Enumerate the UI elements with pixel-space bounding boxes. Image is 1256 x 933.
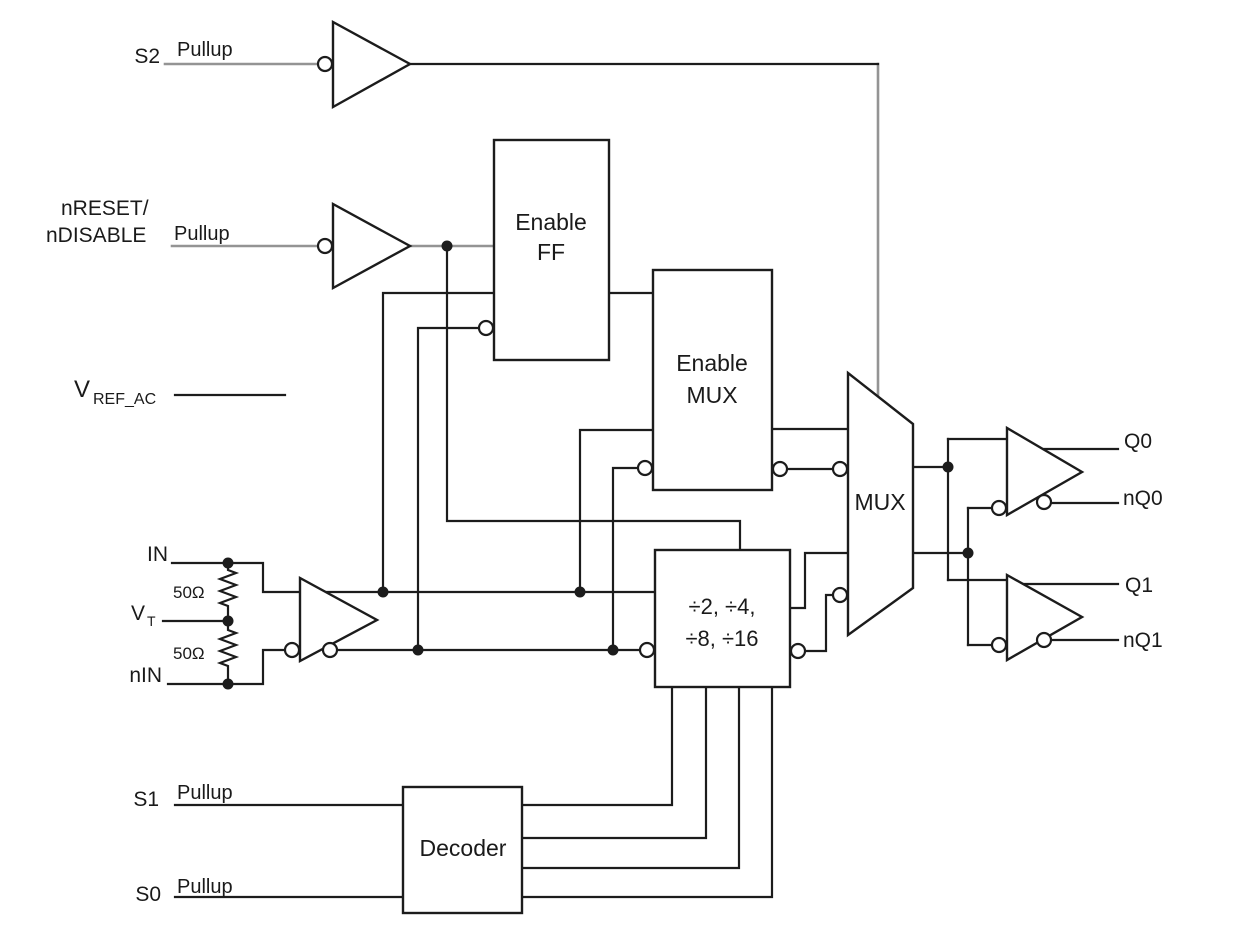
- wire-reset-to-divider: [445, 244, 742, 552]
- vref-label: V: [74, 376, 90, 403]
- enable-ff-block: [492, 138, 611, 362]
- blocks: [298, 19, 1085, 915]
- junction-clk-true-a: [377, 586, 389, 598]
- bubble-q1-buffer-comp-in: [990, 636, 1008, 654]
- nreset-label-line2: nDISABLE: [46, 224, 146, 247]
- s1-pullup-label: Pullup: [177, 782, 233, 804]
- divider-label-line2: ÷8, ÷16: [685, 626, 758, 651]
- decoder-label: Decoder: [420, 835, 507, 861]
- s0-pullup-label: Pullup: [177, 876, 233, 898]
- divider-label-line1: ÷2, ÷4,: [689, 594, 756, 619]
- s0-label: S0: [135, 883, 161, 906]
- resistor-top-zigzag: [216, 561, 240, 623]
- s2-pullup-label: Pullup: [177, 39, 233, 61]
- bubble-enable-mux-comp-in: [636, 459, 654, 477]
- s1-label: S1: [133, 788, 159, 811]
- bubble-nreset-buffer-input: [316, 237, 334, 255]
- resistor-top-value: 50Ω: [173, 583, 205, 602]
- enable-ff-label-line2: FF: [537, 239, 565, 265]
- s2-label: S2: [134, 45, 160, 68]
- in-label: IN: [147, 543, 168, 566]
- bubble-input-buffer-nin: [283, 641, 301, 659]
- wire-in-to-buffer: [170, 561, 302, 594]
- nq1-label: nQ1: [1123, 629, 1163, 652]
- wires: [161, 62, 1120, 899]
- vref-subscript: REF_AC: [93, 391, 156, 408]
- bubble-mux-in-comp-a: [831, 460, 849, 478]
- enable-mux-label-line2: MUX: [686, 382, 737, 408]
- wire-decoder-out-0: [520, 685, 674, 807]
- resistor-bottom-zigzag: [216, 619, 240, 686]
- bubble-nq1-out: [1035, 631, 1053, 649]
- wire-nin-to-buffer: [166, 648, 286, 686]
- wire-divider-true-to-mux: [788, 551, 850, 610]
- divider-block: [653, 548, 792, 689]
- enable-ff-label-line1: Enable: [515, 209, 587, 235]
- junction-clk-true-b: [574, 586, 586, 598]
- mux-block: [846, 370, 915, 638]
- bubble-enable-mux-comp-out: [771, 460, 789, 478]
- s2-buffer-icon: [331, 19, 413, 110]
- wire-clk-true-to-enable-ff: [381, 291, 496, 594]
- resistor-bottom-value: 50Ω: [173, 644, 205, 663]
- junction-clk-comp-b: [607, 644, 619, 656]
- q0-label: Q0: [1124, 430, 1152, 453]
- junction-mux-out1: [962, 547, 974, 559]
- bubble-divider-comp-in: [638, 641, 656, 659]
- labels: S2 Pullup nRESET/ nDISABLE Pullup V REF_…: [46, 39, 1163, 906]
- bubble-input-buffer-comp-out: [321, 641, 339, 659]
- wire-clk-comp-to-enable-mux: [611, 466, 639, 652]
- input-buffer-icon: [298, 575, 380, 663]
- junction-nin-node: [222, 678, 234, 690]
- bubble-mux-in-comp-b: [831, 586, 849, 604]
- enable-mux-label-line1: Enable: [676, 350, 748, 376]
- wire-decoder-out-2: [520, 685, 741, 870]
- bubble-divider-comp-out: [789, 642, 807, 660]
- wire-decoder-out-3: [520, 685, 774, 899]
- junction-in-node: [222, 557, 234, 569]
- nreset-pullup-label: Pullup: [174, 223, 230, 245]
- junction-clk-comp-a: [412, 644, 424, 656]
- bubble-nq0-out: [1035, 493, 1053, 511]
- enable-mux-block: [651, 268, 774, 492]
- wire-decoder-out-1: [520, 685, 708, 840]
- junction-mux-out0: [942, 461, 954, 473]
- nreset-buffer-icon: [331, 201, 413, 291]
- nreset-label-line1: nRESET/: [61, 197, 149, 220]
- bubble-s2-buffer-input: [316, 55, 334, 73]
- bubble-q0-buffer-comp-in: [990, 499, 1008, 517]
- decoder-block: [401, 785, 524, 915]
- junction-nreset: [441, 240, 453, 252]
- wire-divider-comp-to-mux: [803, 593, 834, 653]
- nq0-label: nQ0: [1123, 487, 1163, 510]
- vt-label: V: [131, 602, 145, 625]
- wire-clk-true-to-enable-mux: [578, 428, 655, 594]
- mux-label: MUX: [854, 489, 905, 515]
- junction-dots: [222, 240, 974, 690]
- vt-subscript: T: [147, 613, 156, 629]
- bubble-enable-ff-comp-in: [477, 319, 495, 337]
- q0-output-buffer-icon: [1005, 425, 1085, 518]
- wire-clk-comp-to-enable-ff: [416, 326, 481, 652]
- nin-label: nIN: [129, 664, 162, 687]
- junction-vt-node: [222, 615, 234, 627]
- q1-label: Q1: [1125, 574, 1153, 597]
- inversion-bubbles: [283, 55, 1053, 660]
